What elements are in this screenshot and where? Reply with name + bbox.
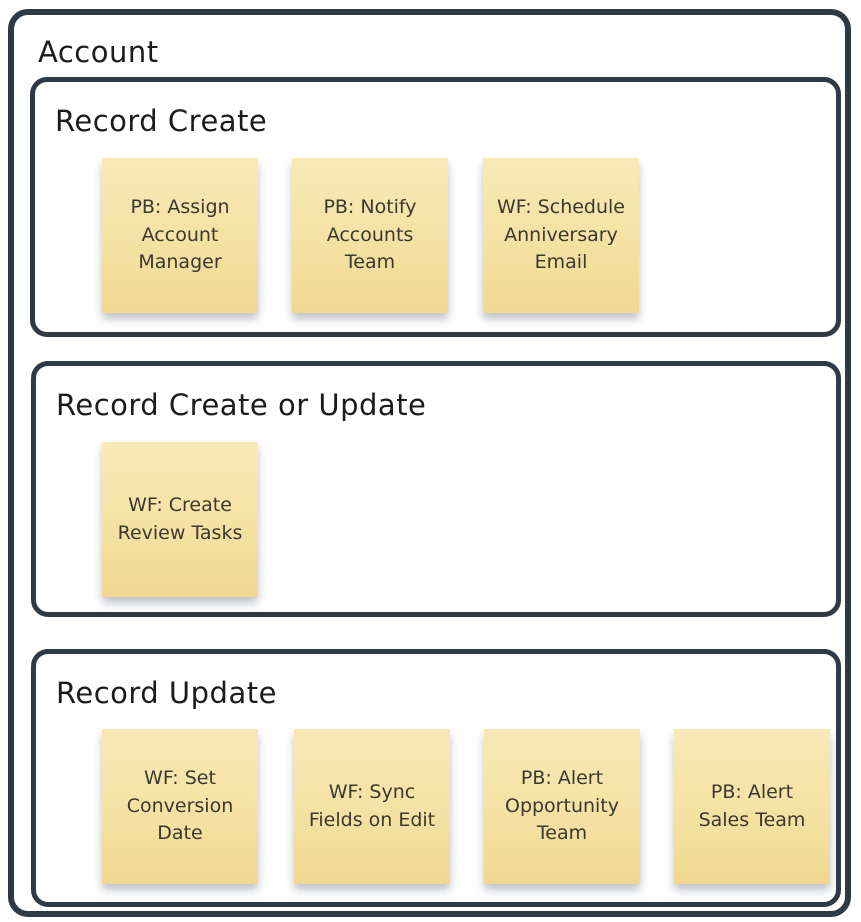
sticky-note: WF: Set Conversion Date [102,729,258,884]
sticky-note: WF: Create Review Tasks [102,442,258,597]
sticky-note: WF: Sync Fields on Edit [294,729,450,884]
sticky-note: PB: Assign Account Manager [102,158,258,313]
section-record-create-or-update-label: Record Create or Update [56,388,427,422]
section-record-create: Record Create PB: Assign Account Manager… [30,77,841,337]
section-record-update: Record Update WF: Set Conversion Date WF… [31,649,841,907]
account-group-box: Account Record Create PB: Assign Account… [8,9,851,917]
sticky-note: PB: Alert Sales Team [674,729,830,884]
section-record-create-label: Record Create [55,104,268,138]
section-record-update-label: Record Update [56,676,277,710]
account-group-label: Account [38,35,159,69]
sticky-note: WF: Schedule Anniversary Email [483,158,639,313]
sticky-note: PB: Notify Accounts Team [292,158,448,313]
sticky-note: PB: Alert Opportunity Team [484,729,640,884]
section-record-create-or-update: Record Create or Update WF: Create Revie… [31,361,841,617]
